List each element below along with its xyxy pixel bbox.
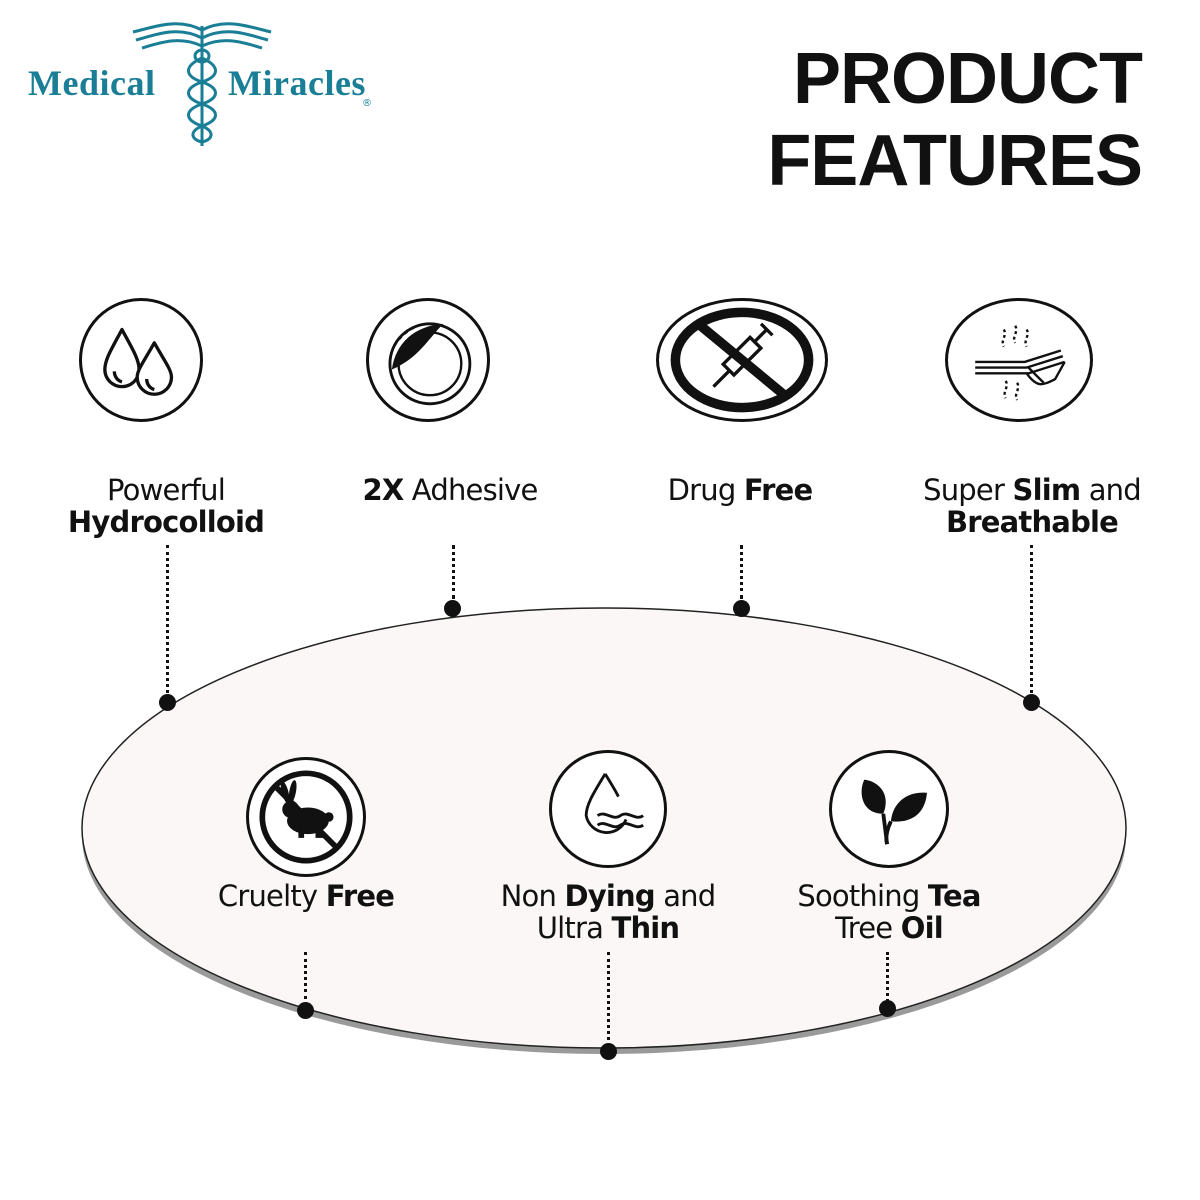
connector-dot bbox=[879, 1000, 896, 1017]
caduceus-icon bbox=[132, 22, 272, 146]
water-drops-icon bbox=[79, 298, 203, 422]
label-text: Non bbox=[500, 879, 565, 913]
label-text: Soothing bbox=[797, 879, 928, 913]
label-text: and bbox=[654, 879, 716, 913]
drop-wave-icon bbox=[549, 750, 667, 868]
registered-mark: ® bbox=[362, 98, 372, 109]
label-text: Powerful bbox=[107, 473, 226, 507]
connector-line bbox=[452, 545, 455, 599]
label-text: and bbox=[1080, 473, 1142, 507]
feature-label-drug-free: Drug Free bbox=[640, 474, 840, 506]
connector-dot bbox=[444, 600, 461, 617]
label-text: Adhesive bbox=[403, 473, 539, 507]
label-bold: Hydrocolloid bbox=[67, 505, 265, 539]
connector-line bbox=[740, 545, 743, 599]
title-line-1: PRODUCT bbox=[793, 39, 1143, 119]
label-text: Cruelty bbox=[217, 879, 326, 913]
connector-line bbox=[304, 952, 307, 999]
label-bold: Breathable bbox=[945, 505, 1119, 539]
connector-dot bbox=[297, 1002, 314, 1019]
label-text: Tree bbox=[835, 911, 901, 945]
label-text: Drug bbox=[667, 473, 744, 507]
connector-dot bbox=[1023, 694, 1040, 711]
feature-label-cruelty-free: Cruelty Free bbox=[205, 880, 407, 912]
brand-name-right: Miracles bbox=[228, 63, 366, 103]
connector-line bbox=[886, 952, 889, 1002]
feature-label-adhesive: 2X Adhesive bbox=[340, 474, 560, 506]
label-bold: Free bbox=[325, 879, 395, 913]
brand-name-left: Medical bbox=[28, 63, 156, 103]
connector-dot bbox=[733, 600, 750, 617]
feature-label-hydrocolloid: Powerful Hydrocolloid bbox=[48, 474, 284, 538]
label-bold: Oil bbox=[900, 911, 944, 945]
feature-label-ultra-thin: Non Dying and Ultra Thin bbox=[480, 880, 736, 944]
connector-dot bbox=[159, 694, 176, 711]
page-title: PRODUCT FEATURES bbox=[722, 38, 1143, 202]
connector-line bbox=[166, 545, 169, 693]
label-text: Super bbox=[923, 473, 1013, 507]
connector-line bbox=[1030, 545, 1033, 693]
brand-logo: Medical Miracles ® bbox=[28, 18, 373, 148]
layers-breathable-icon bbox=[945, 298, 1093, 422]
feature-label-tea-tree-oil: Soothing Tea Tree Oil bbox=[784, 880, 994, 944]
label-bold: Dying bbox=[564, 879, 655, 913]
title-line-2: FEATURES bbox=[767, 121, 1143, 201]
connector-line bbox=[607, 952, 610, 1040]
label-bold: 2X bbox=[362, 473, 404, 507]
no-syringe-icon bbox=[656, 298, 828, 422]
label-bold: Tea bbox=[927, 879, 982, 913]
label-bold: Thin bbox=[611, 911, 680, 945]
feature-label-breathable: Super Slim and Breathable bbox=[912, 474, 1152, 538]
connector-dot bbox=[600, 1043, 617, 1060]
label-bold: Free bbox=[743, 473, 813, 507]
label-bold: Slim bbox=[1012, 473, 1082, 507]
label-text: Ultra bbox=[536, 911, 612, 945]
leaves-icon bbox=[829, 750, 949, 868]
adhesive-patch-icon bbox=[366, 298, 490, 422]
no-rabbit-icon bbox=[246, 757, 366, 877]
